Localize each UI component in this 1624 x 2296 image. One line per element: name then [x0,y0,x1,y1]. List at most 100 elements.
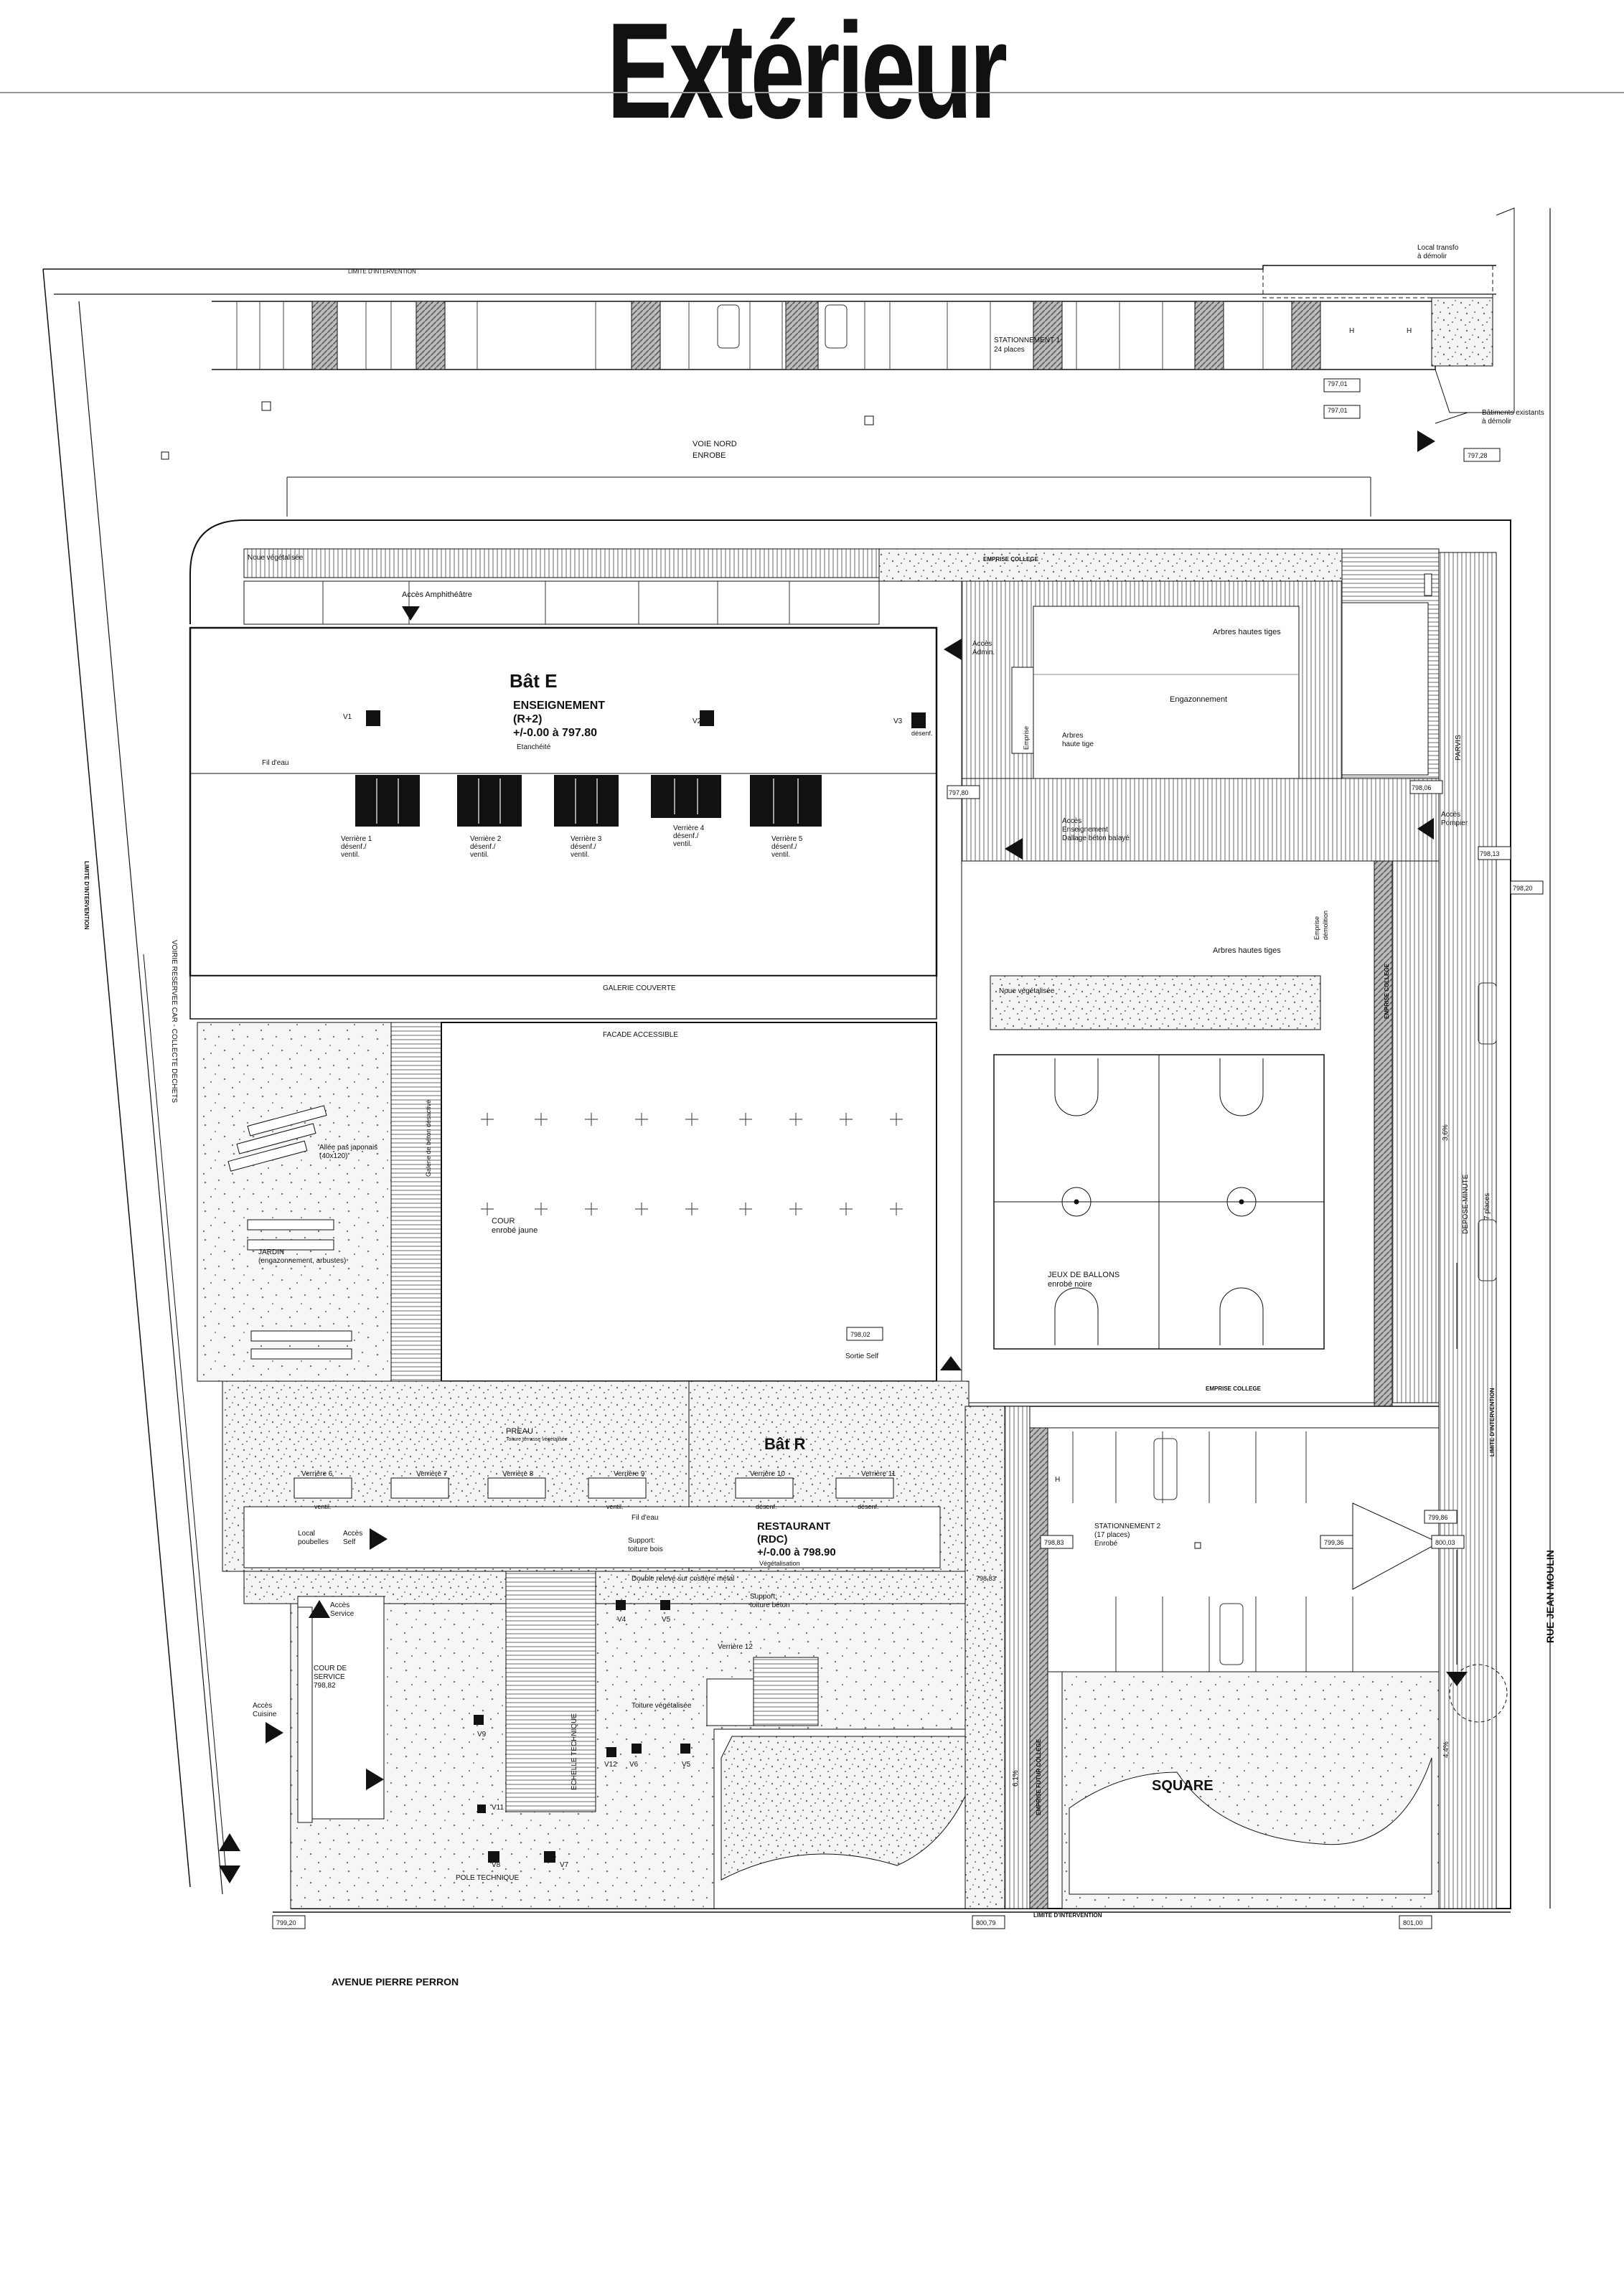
bat-r [222,1380,970,1604]
level-12: 799,86 [1428,1514,1448,1521]
emprise-futur-college: EMPRISE FUTUR COLLEGE [1036,1739,1042,1815]
verriere-7: Verrière 7 [416,1470,448,1478]
vent-v3-note: désenf. [911,730,933,737]
vent-v3: V3 [893,718,903,725]
sept-places: 7 places [1483,1193,1491,1220]
noue-vegetalisee-south: Noue végétalisée [999,987,1055,995]
bat-e [189,626,962,1020]
stationnement-2 [1040,1427,1465,1672]
support-bois-2: toiture bois [628,1545,663,1553]
local-poubelles: Local [298,1530,315,1538]
slope-2: 6,1% [1012,1770,1020,1787]
fil-deau-e: Fil d'eau [262,759,289,767]
level-2: 797,01 [1328,407,1348,414]
verriere-10: Verrière 10 [750,1470,785,1478]
south-limit [272,1911,1511,1929]
h-label-2: H [1407,327,1412,335]
vent-v6: V6 [629,1761,639,1769]
verriere-1-note: désenf./ [341,843,367,851]
bat-e-levels: (R+2) [513,713,542,725]
pole-technique: POLE TECHNIQUE [456,1874,519,1882]
bat-r-levels: (RDC) [757,1533,788,1545]
bat-e-usage: ENSEIGNEMENT [513,700,605,712]
vent-v12: V12 [604,1761,617,1769]
vent-v7: V7 [560,1861,569,1869]
ventil-6: ventil. [314,1503,332,1510]
level-17: 801,00 [1403,1919,1423,1926]
square [1061,1671,1440,1909]
jardin [197,1022,442,1382]
voie-nord-surface: ENROBE [693,451,726,460]
facade-accessible: FACADE ACCESSIBLE [603,1031,678,1039]
ventil-9: ventil. [606,1503,624,1510]
site-outline [189,519,1511,1909]
level-14: 798,82 [314,1682,336,1690]
level-15: 799,20 [276,1919,296,1926]
bat-r-name: Bât R [764,1435,806,1453]
level-3: 797,28 [1468,452,1488,459]
west-reserved-road [42,268,227,1895]
preau-label: PREAU [506,1427,533,1436]
level-8: 798,02 [850,1331,870,1338]
stationnement2-label: STATIONNEMENT 2 [1094,1523,1161,1530]
level-7: 798,20 [1513,885,1533,892]
stationnement2-surface: Enrobé [1094,1540,1118,1548]
verriere-1: Verrière 1 [341,835,372,843]
support-bois: Support: [628,1537,655,1545]
noue-vegetalisee-north: Noue végétalisée [248,554,304,562]
local-transfo-label-2: à démolir [1417,253,1447,260]
verriere-5-note: désenf./ [771,843,797,851]
verriere-9: Verrière 9 [614,1470,645,1478]
stationnement1-places: 24 places [994,346,1025,354]
bat-e-roof: Etanchéité [517,743,551,751]
acces-enseignement-2: Enseignement [1062,826,1108,834]
bat-existants-label-2: à démolir [1482,418,1512,425]
plan-title: Extérieur [606,0,1008,147]
fil-deau-r: Fil d'eau [632,1514,659,1522]
cour-de-service-2: SERVICE [314,1673,345,1681]
allee-pas-japonais: Allée pas japonais [319,1144,377,1152]
bat-e-name: Bât E [510,670,557,692]
acces-pompier-2: Pompier [1441,819,1468,827]
bat-r-altitude: +/-0.00 à 798.90 [757,1546,836,1558]
echelle-technique: ECHELLE TECHNIQUE [571,1713,578,1790]
lawn-north-east [961,580,1343,779]
cour-label-2: enrobé jaune [492,1226,538,1235]
acces-self-2: Self [343,1538,355,1546]
vent-v4: V4 [617,1616,626,1624]
verriere-12: Verrière 12 [718,1643,753,1651]
voie-nord-label: VOIE NORD [693,440,737,448]
level-13: 800,03 [1435,1539,1455,1546]
h-label-1: H [1349,327,1354,335]
north-parking [43,207,1515,517]
title-rule [0,92,1624,93]
verriere-4: Verrière 4 [673,824,705,832]
level-9: 798,83 [976,1575,996,1582]
toiture-vegetalisee: Toiture végétalisée [632,1702,692,1710]
desenf-11: désenf. [858,1503,879,1510]
limit-label-west: LIMITE D'INTERVENTION [83,861,90,930]
acces-service-2: Service [330,1610,355,1618]
acces-admin-2: Admin. [972,649,995,657]
vent-v2: V2 [693,718,702,725]
stationnement2-places: (17 places) [1094,1531,1130,1539]
arbres-haute-tige-2: haute tige [1062,740,1094,748]
street-east: RUE JEAN MOULIN [1544,1550,1556,1643]
slope-3: 4,4% [1442,1741,1450,1758]
verriere-4-note2: ventil. [673,840,692,848]
jeux-de-ballons-label-2: enrobé noire [1048,1280,1092,1289]
emprise-college-south: EMPRISE COLLEGE [1206,1385,1262,1392]
acces-admin: Accès [972,640,992,648]
verriere-8: Verrière 8 [502,1470,534,1478]
galerie-beton: Galerie de béton désactivé [425,1100,432,1177]
vent-v8: V8 [492,1861,501,1869]
verriere-2-note: désenf./ [470,843,496,851]
stationnement1-label: STATIONNEMENT 1 [994,337,1061,344]
emprise-college-east: EMPRISE COLLEGE [1384,963,1390,1019]
bat-e-altitude: +/-0.00 à 797.80 [513,727,597,739]
galerie-couverte: GALERIE COUVERTE [603,984,676,992]
depose-minute: DEPOSE-MINUTE [1462,1174,1470,1234]
arbres-hautes-tiges-2: Arbres hautes tiges [1213,946,1281,955]
street-south: AVENUE PIERRE PERRON [332,1976,459,1987]
